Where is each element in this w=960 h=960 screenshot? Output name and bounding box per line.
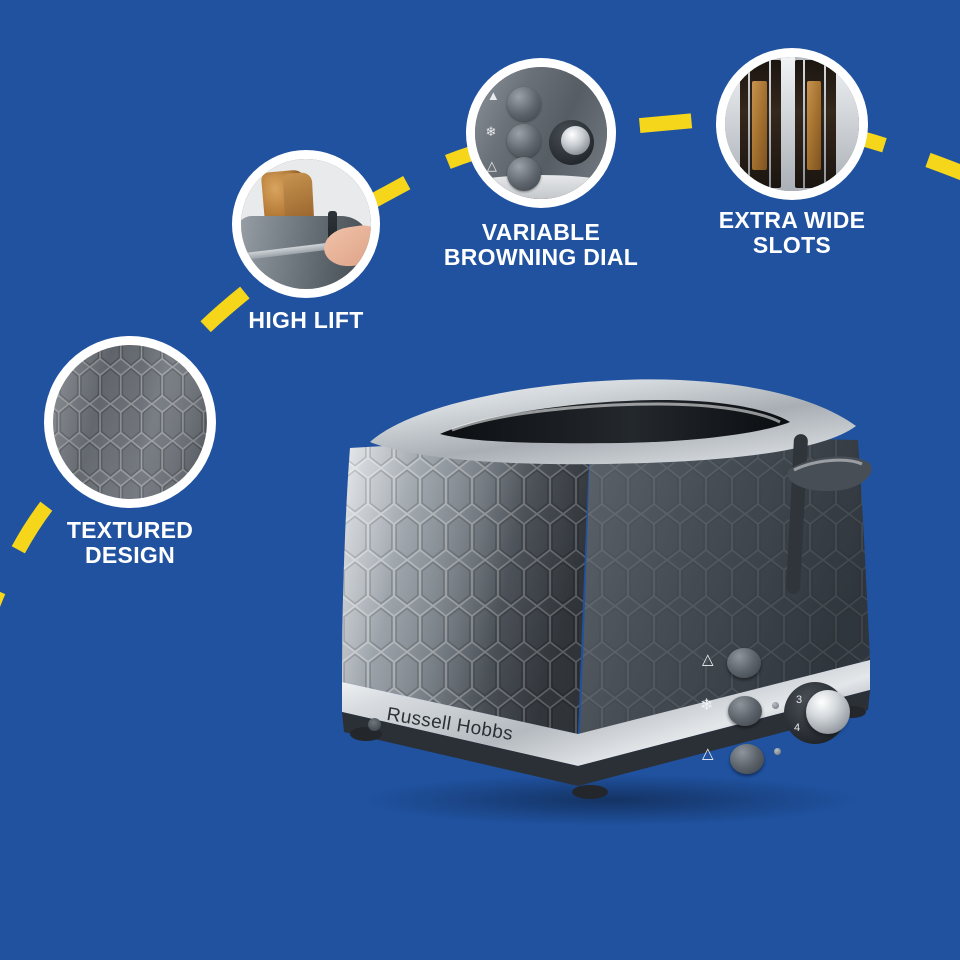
- cancel-button[interactable]: [730, 744, 764, 774]
- snowflake-icon: ❄: [485, 124, 497, 140]
- callout-label-high-lift: HIGH LIFT: [248, 307, 364, 333]
- callout-disc-textured-design: [44, 336, 216, 508]
- slot-wire-1: [747, 59, 750, 189]
- callout-variable-browning-dial[interactable]: ▲ ❄ △ VARIABLE BROWNING DIAL: [444, 58, 638, 270]
- callout-disc-high-lift: [232, 150, 380, 298]
- slot-highlight: [451, 402, 781, 432]
- browning-dial-closeup-icon: ▲ ❄ △: [475, 67, 607, 199]
- hex-texture-closeup-icon: [53, 345, 207, 499]
- bread-slice-left: [751, 81, 767, 170]
- cancel-stop-icon: △: [702, 745, 714, 762]
- slot-wire-3: [802, 59, 805, 189]
- bread-slice-right: [806, 81, 822, 170]
- product-image-toaster: Russell Hobbs △ ❄ △ 3 4: [290, 330, 930, 850]
- callout-high-lift[interactable]: HIGH LIFT: [232, 150, 380, 333]
- callout-label-textured-design: TEXTURED DESIGN: [66, 517, 194, 568]
- high-lift-closeup-icon: [241, 159, 371, 289]
- reheat-button[interactable]: [727, 648, 761, 678]
- slot-rib-middle: [781, 57, 795, 191]
- toaster-illustration: [342, 379, 872, 826]
- toaster-slot-opening: [440, 400, 790, 444]
- brand-steel-band: [342, 660, 870, 766]
- dial-mark-3: 3: [796, 694, 803, 706]
- snowflake-icon: ❄: [700, 697, 714, 714]
- reheat-icon: ▲: [486, 88, 500, 104]
- callout-disc-browning-dial: ▲ ❄ △: [466, 58, 616, 208]
- defrost-button[interactable]: [728, 696, 762, 726]
- callout-disc-extra-wide-slots: [716, 48, 868, 200]
- callout-label-browning-dial: VARIABLE BROWNING DIAL: [443, 219, 639, 270]
- defrost-led: [772, 702, 779, 709]
- extra-wide-slots-closeup-icon: [725, 57, 859, 191]
- callout-label-extra-wide-slots: EXTRA WIDE SLOTS: [718, 207, 866, 258]
- cancel-button-crop: [506, 156, 541, 192]
- callout-extra-wide-slots[interactable]: EXTRA WIDE SLOTS: [716, 48, 868, 258]
- carriage-lever-icon: [786, 434, 872, 594]
- slot-wire-4: [824, 59, 827, 189]
- callout-textured-design[interactable]: TEXTURED DESIGN: [44, 336, 216, 568]
- slot-wire-2: [769, 59, 772, 189]
- toaster-slot-crop: [241, 243, 331, 262]
- toaster-base: [342, 690, 870, 786]
- dial-mark-4: 4: [794, 722, 801, 734]
- browning-dial-cap[interactable]: [806, 690, 850, 734]
- browning-dial-cap-crop: [560, 126, 590, 156]
- cancel-led: [774, 748, 781, 755]
- hex-pattern: [53, 345, 207, 499]
- slot-rib-right: [836, 57, 859, 191]
- reheat-button-crop: [506, 86, 541, 122]
- cancel-stop-icon: △: [486, 158, 497, 174]
- foot-front: [572, 785, 608, 799]
- product-shadow: [360, 774, 860, 826]
- defrost-button-crop: [506, 123, 541, 159]
- slot-rib-left: [725, 57, 740, 191]
- steel-band-crop: [475, 175, 607, 199]
- reheat-icon: △: [702, 651, 714, 668]
